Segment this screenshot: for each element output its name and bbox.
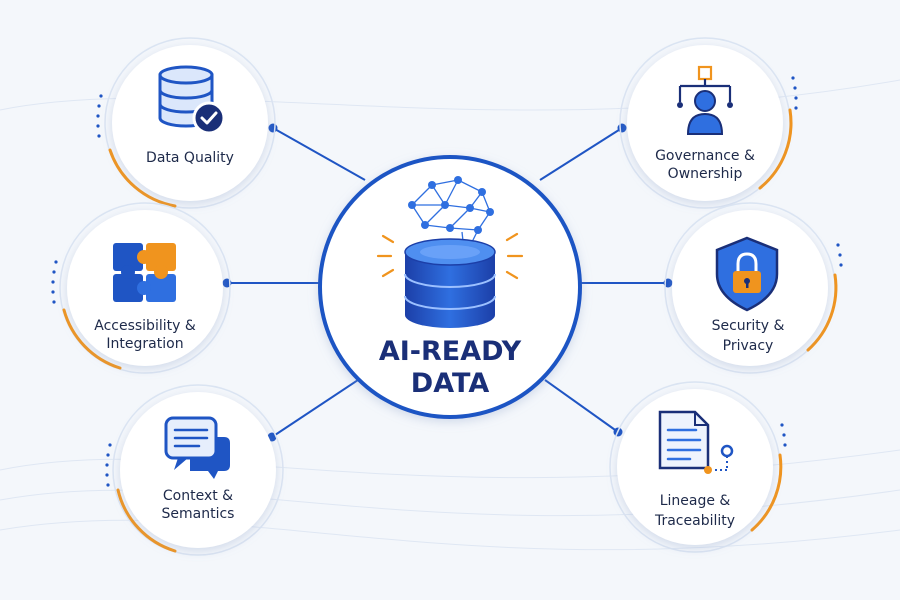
orange-arc	[108, 148, 177, 208]
node-label-lineage-line1: Lineage &	[660, 493, 731, 509]
node-label-security-line2: Privacy	[723, 338, 774, 354]
sparkle-icon	[376, 232, 524, 280]
connector-data-quality	[272, 127, 366, 181]
database-check-icon	[158, 65, 226, 135]
connector-governance	[539, 127, 623, 181]
node-label-lineage-line2: Traceability	[654, 513, 735, 529]
dotted-arc	[791, 76, 798, 110]
center-node: AI-READY DATA	[318, 155, 582, 419]
node-accessibility: Accessibility & Integration	[51, 202, 231, 374]
node-label-context-line1: Context &	[163, 488, 233, 504]
node-label-data-quality: Data Quality	[146, 150, 234, 166]
chat-bubbles-icon	[164, 416, 230, 479]
dotted-arc	[105, 443, 112, 487]
node-data-quality: Data Quality	[96, 37, 276, 209]
connector-context	[271, 379, 359, 438]
center-title-line2: DATA	[411, 368, 490, 399]
orange-arc	[116, 488, 177, 553]
node-lineage: Lineage & Traceability	[609, 381, 787, 553]
connector-lineage	[544, 379, 619, 433]
node-context: Context & Semantics	[105, 384, 284, 556]
orange-arc	[758, 108, 793, 190]
node-security: Security & Privacy	[664, 202, 843, 374]
connectors	[227, 127, 668, 438]
dotted-arc	[780, 423, 787, 447]
puzzle-icon	[113, 243, 176, 302]
dotted-arc	[96, 94, 103, 138]
orange-arc	[806, 273, 838, 352]
orange-arc	[62, 308, 122, 370]
node-label-governance-line1: Governance &	[655, 148, 755, 164]
shield-lock-icon	[715, 236, 779, 312]
node-governance: Governance & Ownership	[619, 37, 798, 209]
node-label-context-line2: Semantics	[162, 506, 235, 522]
database-icon	[404, 238, 496, 328]
node-label-accessibility-line2: Integration	[106, 336, 183, 352]
node-label-governance-line2: Ownership	[668, 166, 743, 182]
org-person-icon	[677, 65, 733, 135]
center-title-line1: AI-READY	[379, 336, 522, 367]
dotted-arc	[51, 260, 58, 304]
document-path-icon	[658, 410, 734, 474]
dotted-arc	[836, 243, 843, 267]
node-label-security-line1: Security &	[712, 318, 785, 334]
node-label-accessibility-line1: Accessibility &	[94, 318, 196, 334]
orange-arc	[750, 453, 783, 532]
